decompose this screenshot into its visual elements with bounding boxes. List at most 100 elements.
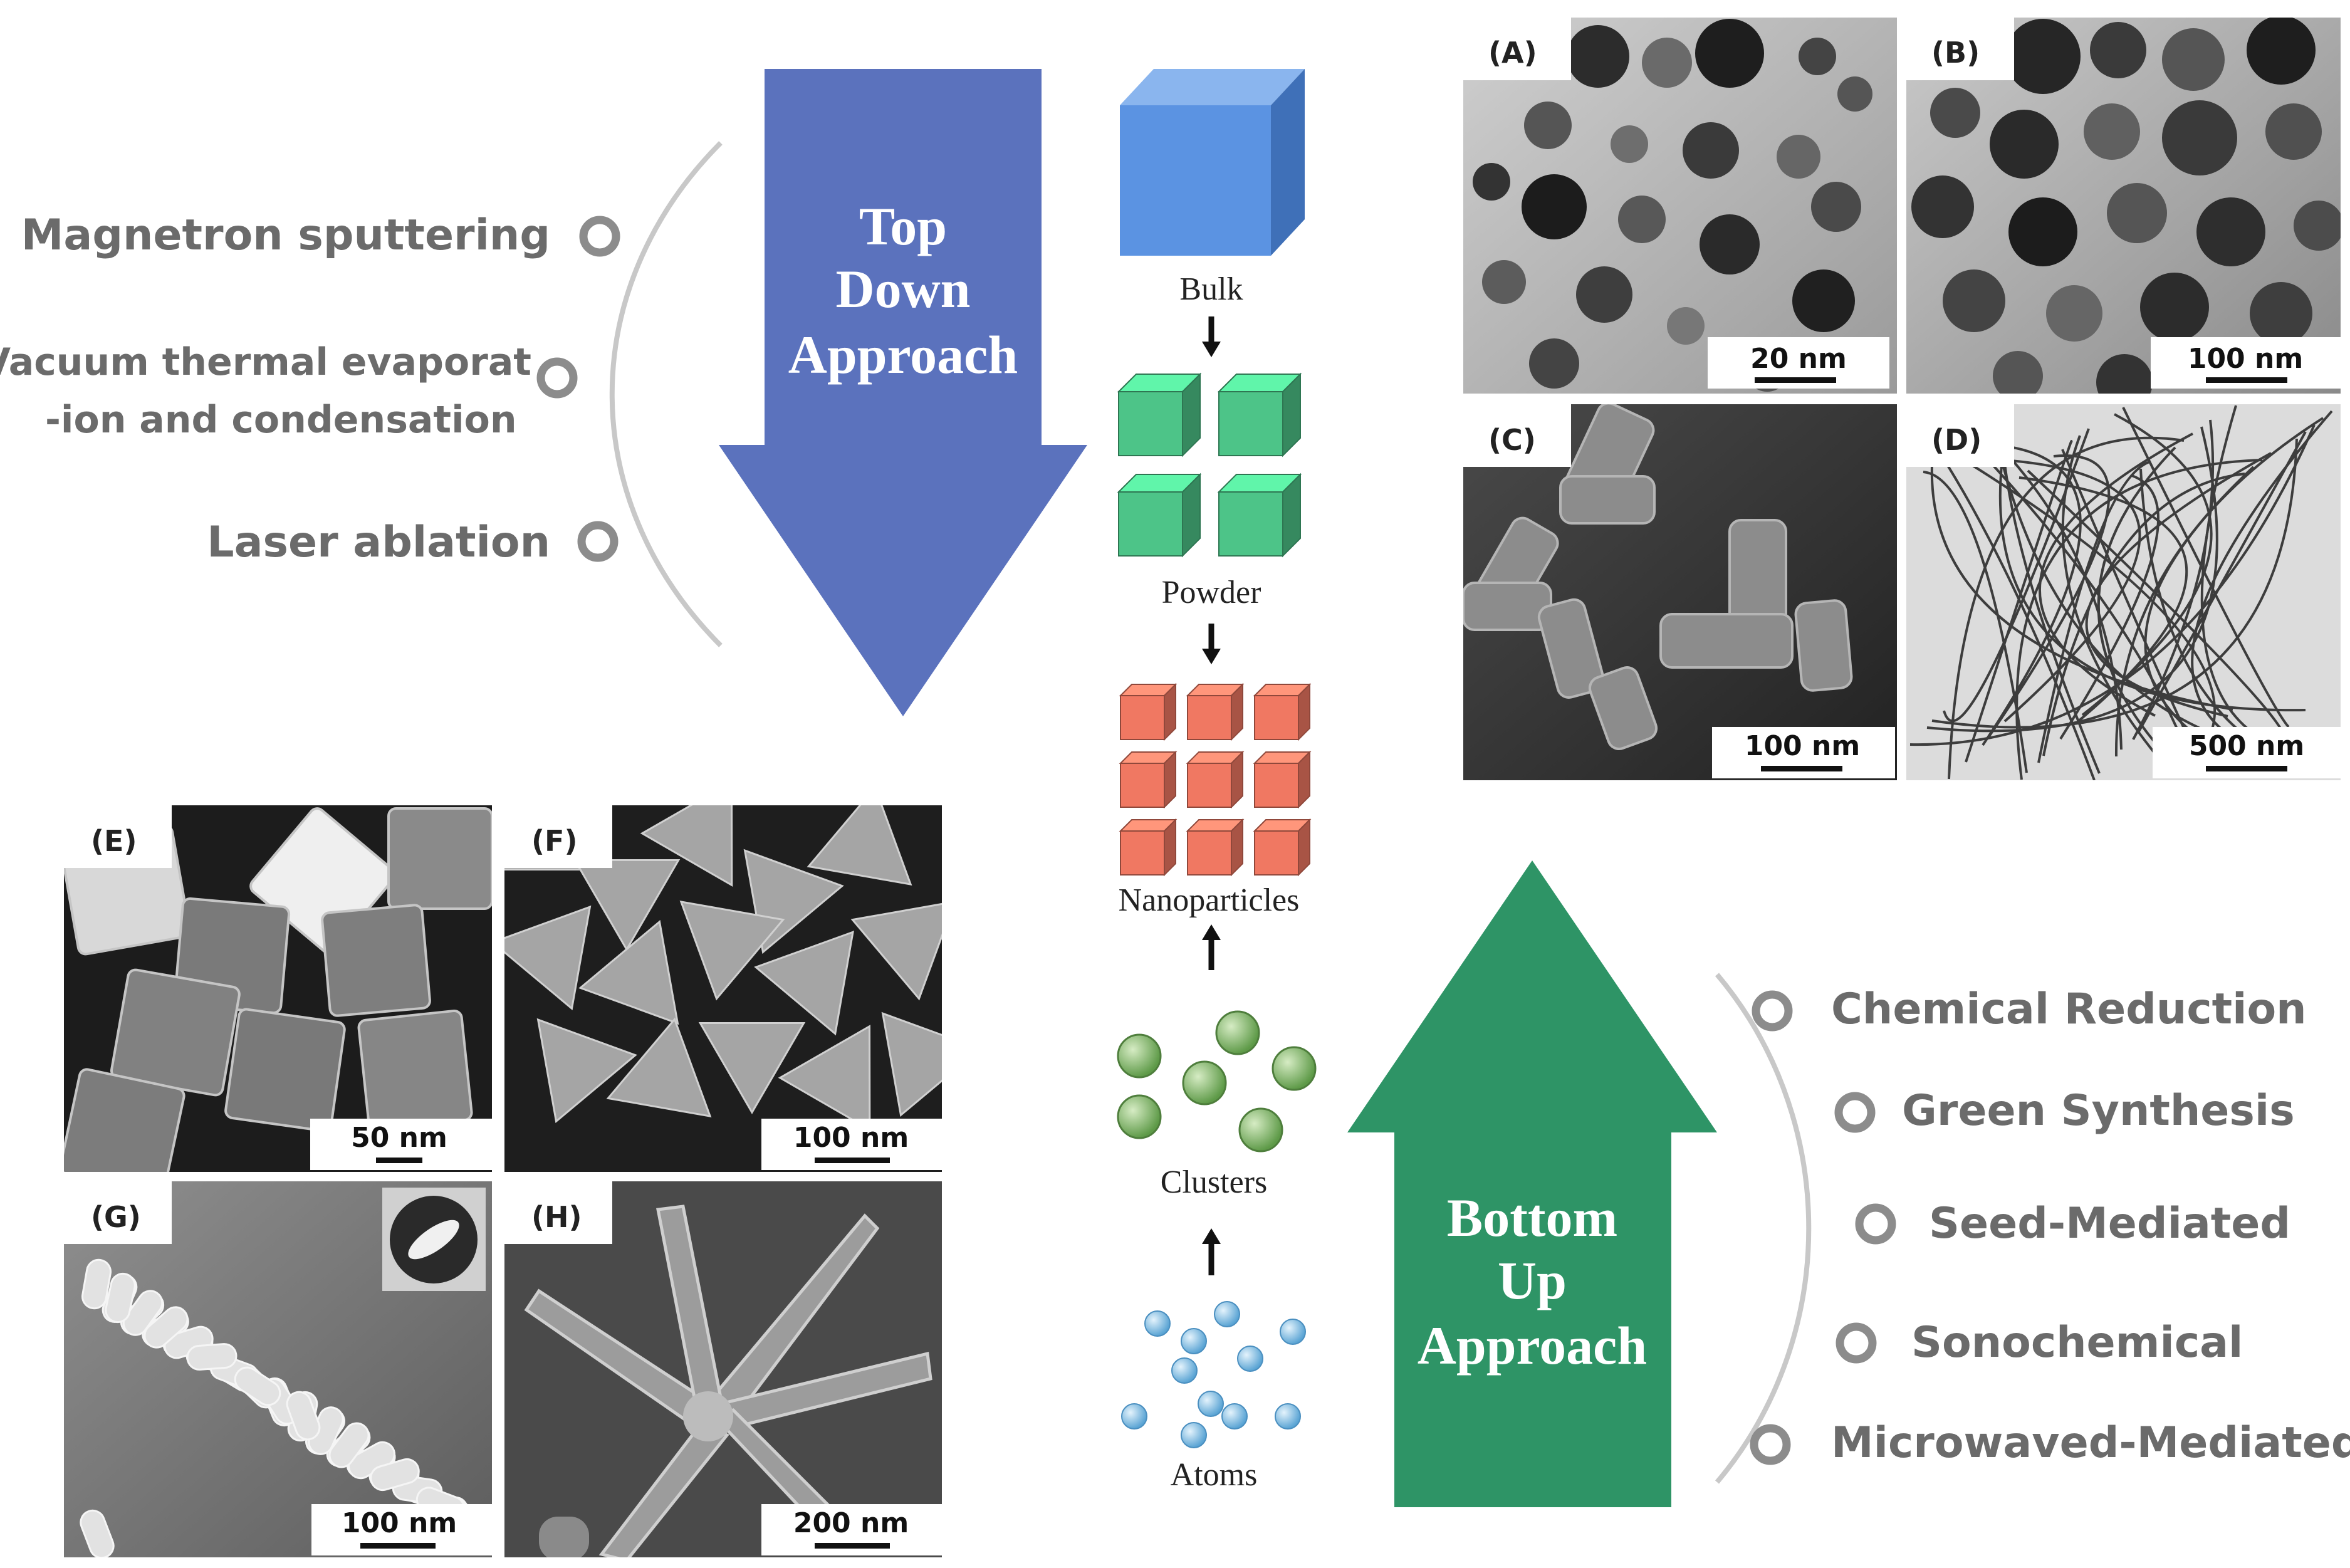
- cluster-sphere-icon: [1117, 1033, 1162, 1079]
- arrow-down-icon: [1202, 624, 1221, 664]
- cluster-spheres: [1117, 1010, 1317, 1152]
- atom-sphere-icon: [1121, 1403, 1147, 1429]
- cluster-sphere-icon: [1272, 1046, 1317, 1091]
- method-node-icon: [536, 357, 578, 399]
- scale-bar-g: [360, 1543, 436, 1549]
- micrograph-panel-e: (E) 50 nm: [64, 805, 492, 1172]
- micrograph-panel-h: (H) 200 nm: [504, 1181, 942, 1557]
- scale-label-d: 500 nm: [2189, 730, 2304, 762]
- nanoparticle-cube-icon: [1119, 750, 1178, 809]
- atom-sphere-icon: [1144, 1310, 1171, 1337]
- scale-label-e: 50 nm: [351, 1122, 447, 1154]
- atom-sphere-icon: [1181, 1328, 1207, 1354]
- micrograph-panel-a: (A) 20 nm: [1463, 18, 1897, 394]
- top-down-title-line-3: Approach: [788, 325, 1018, 385]
- atom-sphere-icon: [1221, 1403, 1248, 1429]
- method-node-icon: [577, 521, 619, 562]
- method-node-icon: [579, 216, 620, 257]
- method-label-sonochemical: Sonochemical: [1911, 1318, 2243, 1367]
- top-down-arrow: [719, 69, 1087, 716]
- panel-letter-c: (C): [1488, 423, 1536, 457]
- stage-label-powder: Powder: [1162, 575, 1261, 610]
- nanoparticle-cube-icon: [1119, 682, 1178, 741]
- panel-letter-d: (D): [1931, 423, 1982, 457]
- micrograph-panel-b: (B) 100 nm: [1906, 18, 2341, 394]
- stage-label-atoms: Atoms: [1171, 1457, 1258, 1493]
- cluster-sphere-icon: [1182, 1060, 1227, 1105]
- method-node-icon: [1836, 1322, 1877, 1364]
- atom-sphere-icon: [1214, 1301, 1240, 1327]
- micrograph-panel-c: (C) 100 nm: [1463, 404, 1897, 780]
- atom-sphere-icon: [1171, 1357, 1198, 1384]
- method-label-green-synthesis: Green Synthesis: [1902, 1086, 2295, 1136]
- panel-letter-f: (F): [531, 824, 577, 858]
- panel-letter-a: (A): [1488, 36, 1537, 70]
- method-label-seed-mediated: Seed-Mediated: [1929, 1199, 2290, 1248]
- bottom-up-title-line-3: Approach: [1418, 1315, 1647, 1376]
- scale-bar-d: [2206, 766, 2287, 771]
- nanoparticle-cubes: [1119, 682, 1312, 877]
- method-node-icon: [1750, 1424, 1791, 1465]
- nanoparticle-cube-icon: [1119, 818, 1178, 877]
- bottom-up-arrow: [1347, 860, 1717, 1507]
- cluster-sphere-icon: [1238, 1107, 1283, 1152]
- bottom-up-title-line-2: Up: [1498, 1250, 1567, 1310]
- panel-letter-h: (H): [531, 1200, 582, 1234]
- nanoparticle-cube-icon: [1253, 750, 1312, 809]
- method-node-icon: [1855, 1203, 1896, 1245]
- scale-bar-f: [815, 1158, 890, 1163]
- method-label-vacuum-1: Vacuum thermal evaporat: [0, 340, 531, 384]
- bottom-up-title-line-1: Bottom: [1447, 1188, 1617, 1248]
- atom-sphere-icon: [1275, 1403, 1301, 1429]
- nanoparticle-cube-icon: [1253, 818, 1312, 877]
- arrow-down-icon: [1202, 316, 1221, 357]
- panel-letter-e: (E): [91, 824, 137, 858]
- stage-label-bulk: Bulk: [1179, 271, 1243, 307]
- method-label-microwaved-mediated: Microwaved-Mediated: [1831, 1418, 2350, 1468]
- scale-label-a: 20 nm: [1750, 343, 1847, 375]
- stage-label-clusters: Clusters: [1161, 1164, 1267, 1200]
- top-down-arc: [609, 141, 723, 647]
- powder-cube-icon: [1117, 473, 1202, 558]
- method-label-laser: Laser ablation: [207, 518, 550, 567]
- nanoparticle-cube-icon: [1186, 818, 1245, 877]
- scale-bar-b: [2206, 377, 2287, 383]
- method-node-icon: [1834, 1092, 1876, 1133]
- panel-letter-g: (G): [91, 1200, 141, 1234]
- scale-label-g: 100 nm: [342, 1507, 457, 1539]
- method-label-vacuum-2: -ion and condensation: [45, 398, 517, 442]
- stage-label-nanoparticles: Nanoparticles: [1119, 882, 1300, 918]
- powder-cube-icon: [1117, 372, 1202, 457]
- micrograph-panel-d: (D) 500 nm: [1906, 404, 2341, 780]
- powder-cubes: [1117, 372, 1302, 558]
- scale-bar-c: [1761, 766, 1842, 771]
- arrow-up-icon: [1202, 1228, 1221, 1275]
- scale-label-b: 100 nm: [2188, 343, 2303, 375]
- method-node-icon: [1752, 990, 1793, 1032]
- scale-bar-e: [376, 1158, 422, 1163]
- atom-sphere-icon: [1198, 1391, 1224, 1417]
- scale-label-h: 200 nm: [793, 1507, 909, 1539]
- top-down-title-line-2: Down: [835, 259, 970, 319]
- micrograph-panel-f: (F) 100 nm: [504, 805, 942, 1172]
- top-down-title-line-1: Top: [859, 196, 947, 256]
- atom-sphere-icon: [1181, 1422, 1207, 1448]
- scale-label-f: 100 nm: [793, 1122, 909, 1154]
- bulk-cube-icon: [1120, 69, 1305, 256]
- panel-letter-b: (B): [1931, 36, 1980, 70]
- scale-label-c: 100 nm: [1745, 730, 1860, 762]
- method-label-chemical-reduction: Chemical Reduction: [1831, 985, 2307, 1034]
- scale-bar-a: [1755, 377, 1836, 383]
- method-label-magnetron: Magnetron sputtering: [21, 211, 550, 260]
- cluster-sphere-icon: [1117, 1094, 1162, 1139]
- arrow-up-icon: [1202, 924, 1221, 970]
- powder-cube-icon: [1217, 372, 1302, 457]
- nanoparticle-cube-icon: [1186, 750, 1245, 809]
- atom-sphere-icon: [1280, 1319, 1306, 1345]
- cluster-sphere-icon: [1215, 1010, 1260, 1055]
- nanoparticle-cube-icon: [1253, 682, 1312, 741]
- micrograph-panel-g: (G) 100 nm: [64, 1181, 492, 1557]
- atom-spheres: [1121, 1301, 1306, 1448]
- bottom-up-arc: [1715, 973, 1812, 1484]
